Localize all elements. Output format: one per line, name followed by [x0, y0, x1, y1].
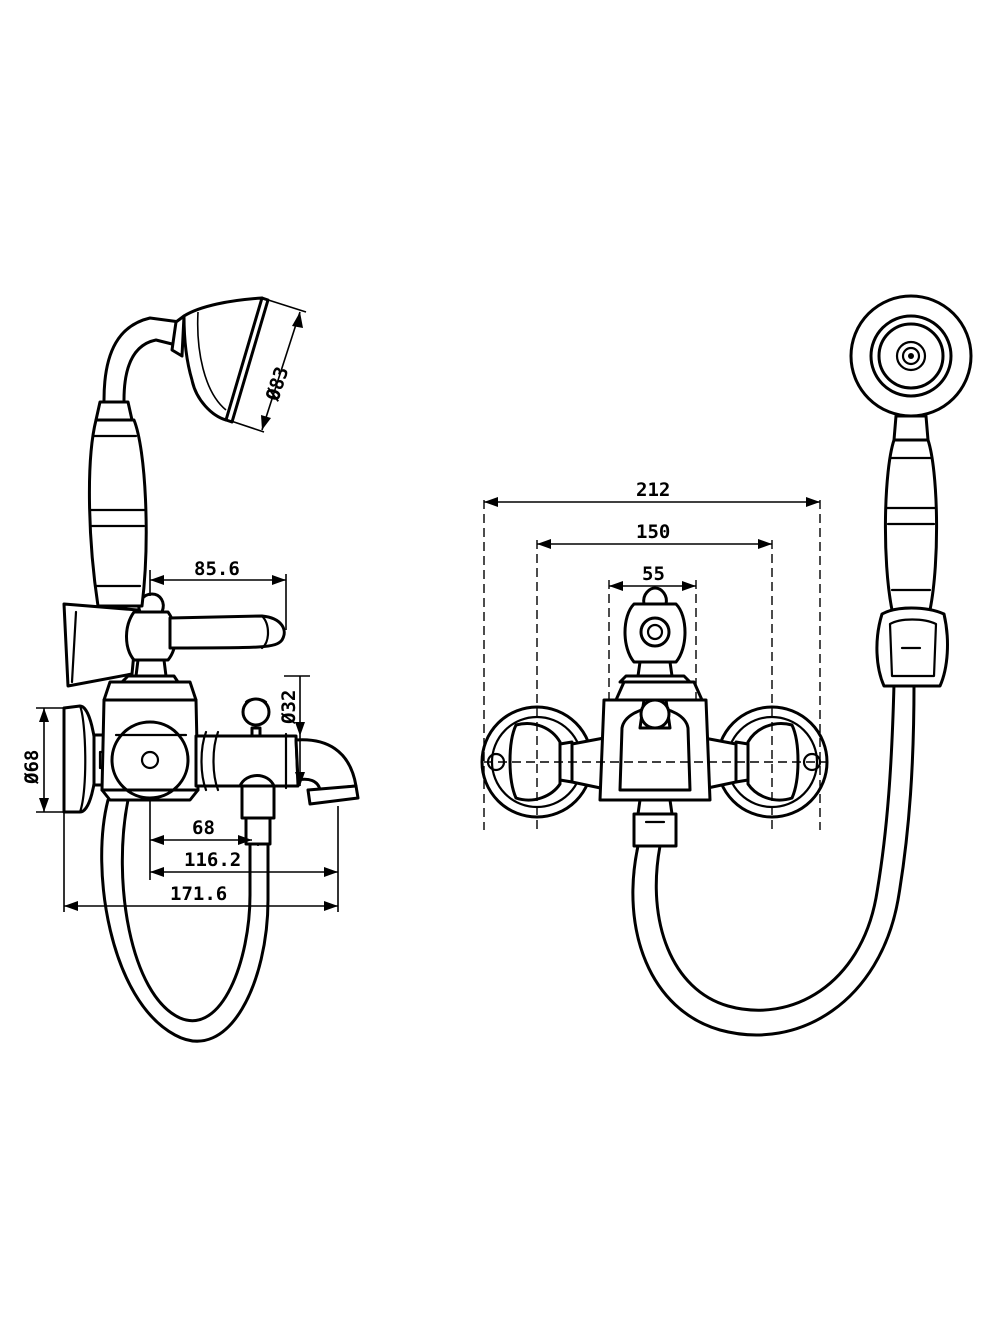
- front-valve-body: [598, 680, 712, 848]
- dim-diverter-width: 55: [609, 563, 696, 591]
- dim-lever-reach: 85.6: [149, 558, 287, 630]
- front-diverter: [618, 586, 692, 684]
- side-valve-body: [100, 680, 200, 802]
- side-shower-head: [170, 296, 270, 424]
- side-handset: [87, 316, 182, 608]
- dim-overall-width: 212: [484, 479, 820, 507]
- front-view: 212 150 55: [480, 294, 973, 1037]
- dim-spout-offset-label: 68: [192, 817, 215, 839]
- dim-spout-diameter: Ø32: [278, 675, 310, 786]
- side-hose: [100, 798, 270, 1043]
- side-handset-holder: [62, 602, 140, 688]
- front-centerlines: [483, 500, 826, 830]
- dim-spout-diameter-label: Ø32: [278, 690, 300, 725]
- dim-spout-length-label: 116.2: [184, 849, 241, 871]
- side-lever-handle: [120, 592, 286, 684]
- side-spout: [194, 697, 360, 846]
- dim-diverter-width-label: 55: [642, 563, 665, 585]
- side-view: Ø83 85.6 Ø32 Ø68: [21, 296, 360, 1043]
- dim-lever-reach-label: 85.6: [194, 558, 240, 580]
- dim-depths: 68 116.2 171.6: [63, 800, 339, 912]
- dim-overall-depth-label: 171.6: [170, 883, 227, 905]
- dim-head-diameter-label: Ø83: [262, 364, 294, 404]
- dim-overall-width-label: 212: [636, 479, 670, 501]
- front-handset: [849, 294, 973, 688]
- dim-flange-diameter-label: Ø68: [21, 750, 43, 785]
- dim-center-spacing-label: 150: [636, 521, 670, 543]
- dim-center-spacing: 150: [537, 521, 772, 549]
- front-hose: [631, 682, 916, 1037]
- dim-flange-diameter: Ø68: [21, 707, 64, 813]
